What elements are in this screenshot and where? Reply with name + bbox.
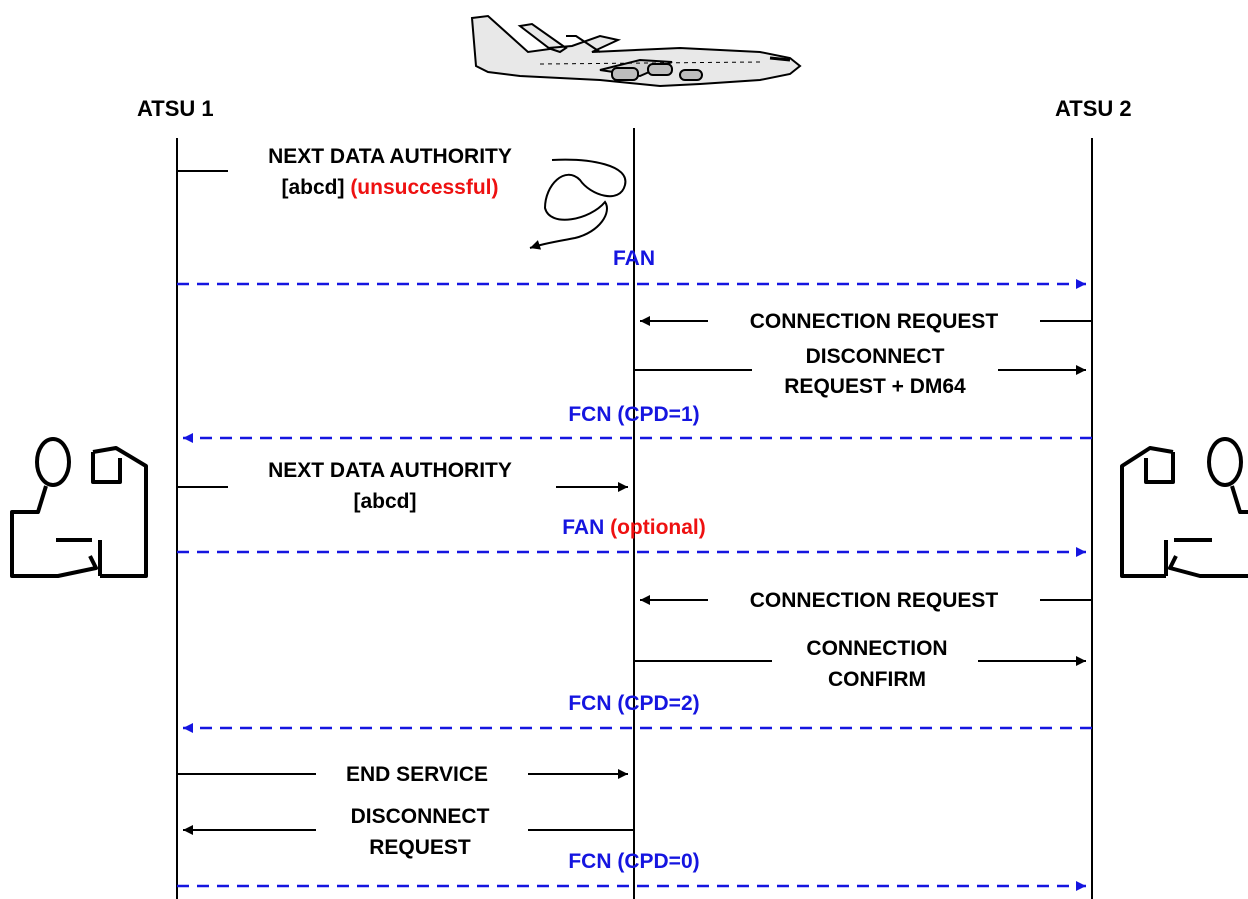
fan1-label: FAN bbox=[613, 247, 655, 270]
atsu2-label: ATSU 2 bbox=[1055, 96, 1132, 121]
disc2-label-line2: REQUEST bbox=[369, 836, 471, 859]
airplane-icon bbox=[470, 14, 802, 88]
fan2-label: FAN (optional) bbox=[562, 516, 705, 539]
disc2-label: DISCONNECT bbox=[351, 805, 490, 828]
nda1-tangled-arrow bbox=[529, 158, 627, 250]
controller-workstation-icon bbox=[1120, 437, 1248, 578]
nda2-label-line2: [abcd] bbox=[354, 490, 417, 513]
fcn3-label: FCN (CPD=0) bbox=[568, 850, 699, 873]
nda1-label: NEXT DATA AUTHORITY bbox=[268, 145, 512, 168]
end-service-label: END SERVICE bbox=[346, 763, 488, 786]
fcn1-label: FCN (CPD=1) bbox=[568, 403, 699, 426]
controller-workstation-icon bbox=[10, 437, 148, 578]
cr2-label: CONNECTION REQUEST bbox=[750, 589, 999, 612]
cc-label-line2: CONFIRM bbox=[828, 668, 926, 691]
disc1-label: DISCONNECT bbox=[806, 345, 945, 368]
disc1-label-line2: REQUEST + DM64 bbox=[784, 375, 966, 398]
cc-label: CONNECTION bbox=[806, 637, 947, 660]
cr1-label: CONNECTION REQUEST bbox=[750, 310, 999, 333]
nda1-label-line2: [abcd] (unsuccessful) bbox=[281, 176, 498, 199]
atsu1-label: ATSU 1 bbox=[137, 96, 214, 121]
fcn2-label: FCN (CPD=2) bbox=[568, 692, 699, 715]
nda2-label: NEXT DATA AUTHORITY bbox=[268, 459, 512, 482]
